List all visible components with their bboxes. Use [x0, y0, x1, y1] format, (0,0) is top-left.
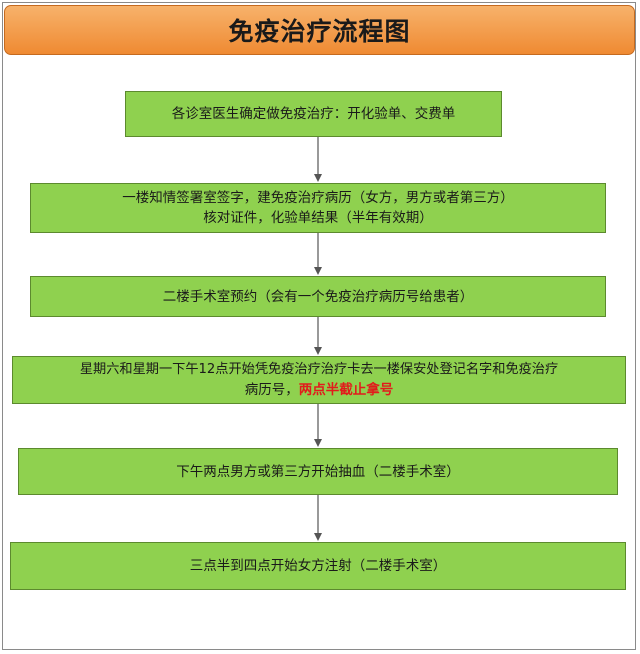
- step-2-line-1: 一楼知情签署室签字，建免疫治疗病历（女方，男方或者第三方）: [122, 190, 514, 206]
- diagram-title: 免疫治疗流程图: [228, 17, 411, 46]
- step-6-box: 三点半到四点开始女方注射（二楼手术室）: [10, 542, 626, 590]
- step-4-box: 星期六和星期一下午12点开始凭免疫治疗治疗卡去一楼保安处登记名字和免疫治疗 病历…: [12, 356, 626, 404]
- step-4-deadline-highlight: 两点半截止拿号: [298, 382, 394, 398]
- step-5-text: 下午两点男方或第三方开始抽血（二楼手术室）: [176, 463, 460, 480]
- step-4-line-2: 病历号，两点半截止拿号: [80, 380, 558, 400]
- arrow-5: [312, 495, 324, 542]
- step-1-box: 各诊室医生确定做免疫治疗：开化验单、交费单: [125, 91, 502, 137]
- step-4-line-1: 星期六和星期一下午12点开始凭免疫治疗治疗卡去一楼保安处登记名字和免疫治疗: [79, 362, 559, 377]
- arrow-3: [312, 317, 324, 356]
- step-2-line-2: 核对证件，化验单结果（半年有效期）: [203, 210, 433, 226]
- arrow-2: [312, 233, 324, 276]
- step-3-text: 二楼手术室预约（会有一个免疫治疗病历号给患者）: [162, 288, 474, 305]
- step-6-text: 三点半到四点开始女方注射（二楼手术室）: [189, 558, 447, 574]
- step-2-box: 一楼知情签署室签字，建免疫治疗病历（女方，男方或者第三方） 核对证件，化验单结果…: [30, 183, 606, 233]
- step-4-line-2-text: 病历号，: [244, 382, 299, 398]
- step-1-text: 各诊室医生确定做免疫治疗：开化验单、交费单: [171, 106, 456, 122]
- arrow-4: [312, 404, 324, 448]
- step-3-box: 二楼手术室预约（会有一个免疫治疗病历号给患者）: [30, 276, 606, 317]
- arrow-1: [312, 137, 324, 183]
- step-5-box: 下午两点男方或第三方开始抽血（二楼手术室）: [18, 448, 618, 495]
- title-banner: 免疫治疗流程图: [4, 5, 635, 55]
